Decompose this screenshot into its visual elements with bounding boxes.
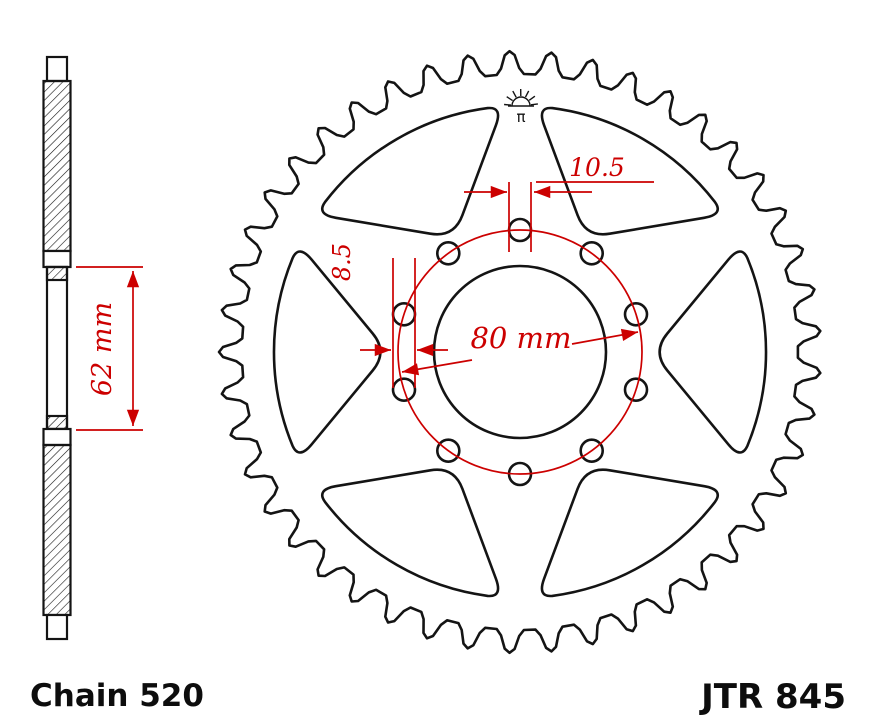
side-view-bottom-cap [45,613,69,641]
side-view-top-cap [45,55,69,83]
dimension-8-5-text: 8.5 [328,243,356,281]
side-view-upper-tooth-section [42,79,72,253]
side-view-hub-hatch-bottom [45,414,69,431]
dimension-8-5: 8.5 [328,243,448,388]
chain-size-label: Chain 520 [30,678,204,714]
sprocket-side-view [42,55,72,641]
logo-pi-glyph: π [516,108,525,126]
lightening-cutout [540,468,719,598]
sun-arc [511,96,531,107]
side-view-lower-gap [42,427,72,447]
lightening-cutout [321,468,500,598]
bolt-circle [397,229,643,475]
side-view-upper-gap [42,249,72,269]
lightening-cutout [272,250,382,454]
model-number-label: JTR 845 [699,677,846,717]
dimension-annotations: 62 mm 10.5 8.5 80 mm [76,153,654,475]
sun-logo-icon: π [504,88,538,126]
dimension-80mm: 80 mm [401,321,639,376]
dimension-10-5-text: 10.5 [569,153,625,182]
lightening-cutout [658,250,768,454]
dimension-10-5: 10.5 [464,153,654,252]
side-view-hub-hatch-top [45,265,69,282]
side-view-lower-tooth-section [42,443,72,617]
lightening-cutout [321,106,500,236]
dimension-62mm-text: 62 mm [87,302,118,396]
center-bore [432,264,608,440]
lightening-cutout [540,106,719,236]
dimension-62mm: 62 mm [76,266,143,431]
dimension-80mm-text: 80 mm [470,321,571,355]
side-view-hub-section [45,265,69,431]
sprocket-front-view [217,49,822,655]
